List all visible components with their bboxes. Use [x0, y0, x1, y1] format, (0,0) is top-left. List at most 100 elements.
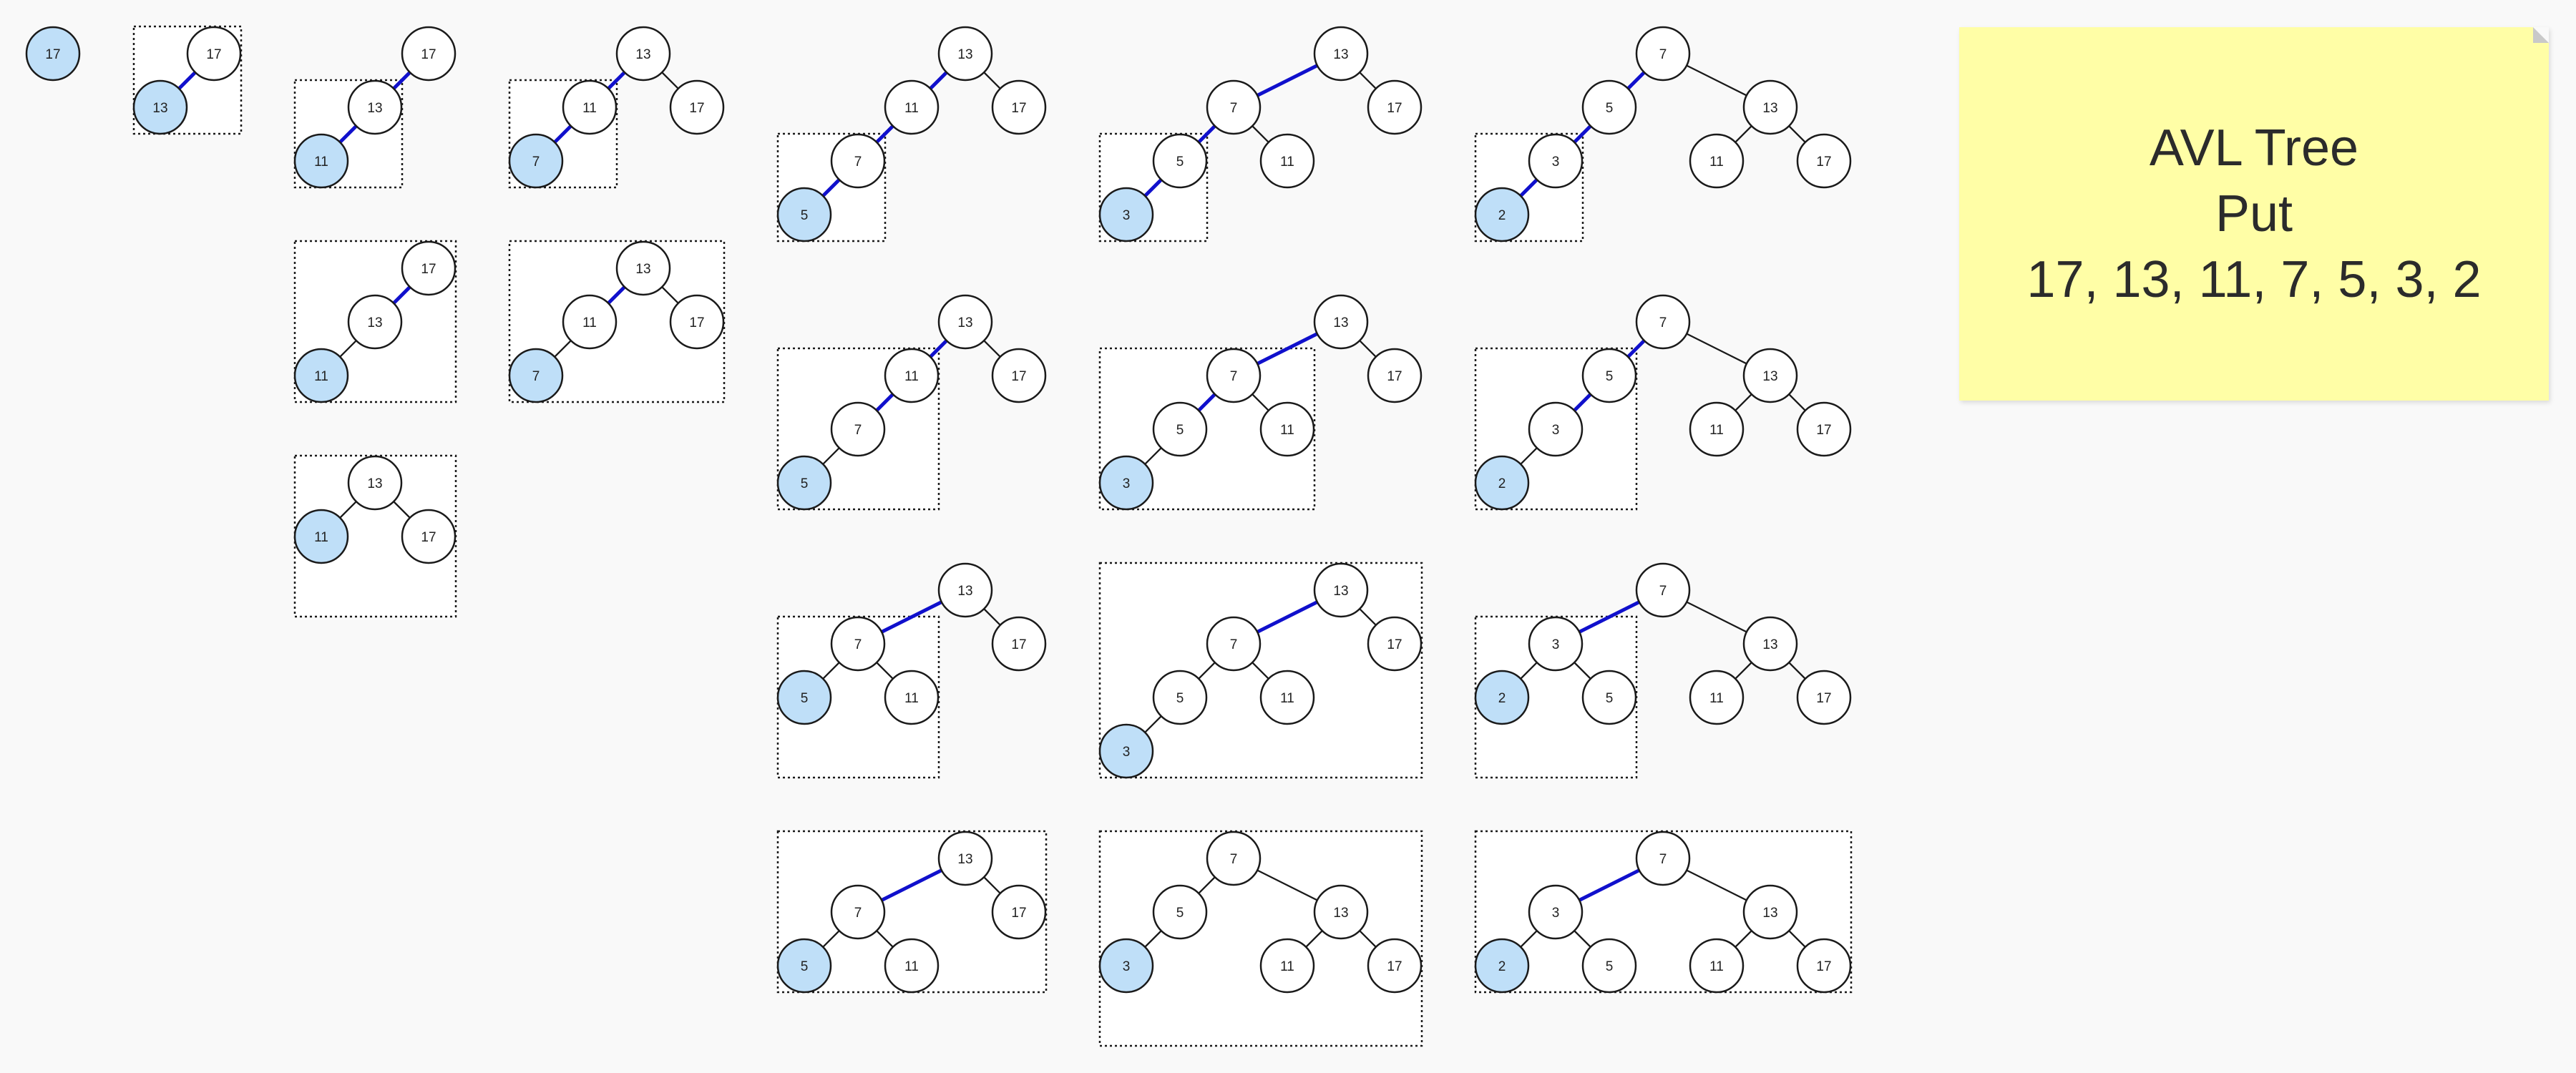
node-circle [1206, 616, 1262, 672]
tree-node-2: 2 [1474, 938, 1530, 994]
node-circle [1528, 401, 1584, 457]
node-circle [1313, 294, 1369, 350]
node-value: 13 [1762, 906, 1777, 921]
node-circle [1689, 670, 1745, 725]
node-circle [991, 884, 1047, 940]
tree-node-11: 11 [293, 348, 349, 403]
node-value: 3 [1123, 476, 1131, 491]
node-value: 13 [957, 315, 972, 330]
node-value: 3 [1552, 423, 1560, 438]
tree-node-11: 11 [1259, 133, 1315, 189]
tree-node-13: 13 [1742, 348, 1798, 403]
tree-node-3: 3 [1528, 133, 1584, 189]
node-value: 13 [1333, 584, 1348, 599]
tree-node-7: 7 [1206, 831, 1262, 886]
node-value: 13 [152, 101, 167, 116]
node-circle [1313, 26, 1369, 82]
tree-node-11: 11 [1689, 133, 1745, 189]
node-circle [1367, 616, 1423, 672]
sticky-note: AVL Tree Put 17, 13, 11, 7, 5, 3, 2 [1959, 27, 2549, 401]
node-value: 17 [1816, 691, 1831, 706]
node-value: 13 [1333, 315, 1348, 330]
note-fold-corner [2533, 27, 2549, 43]
node-circle [1367, 348, 1423, 403]
tree-node-5: 5 [1581, 670, 1637, 725]
node-circle [991, 616, 1047, 672]
node-circle [562, 294, 618, 350]
node-value: 5 [801, 959, 809, 974]
tree-node-13: 13 [347, 455, 403, 511]
node-circle [1367, 938, 1423, 994]
node-circle [562, 79, 618, 135]
node-circle [186, 26, 242, 82]
node-value: 7 [1659, 584, 1667, 599]
tree-node-11: 11 [562, 79, 618, 135]
node-circle [1796, 401, 1852, 457]
node-value: 13 [957, 852, 972, 867]
tree-node-13: 13 [347, 79, 403, 135]
node-circle [1528, 133, 1584, 189]
tree-node-13: 13 [615, 240, 671, 296]
tree-node-7: 7 [1635, 562, 1691, 618]
node-circle [1635, 831, 1691, 886]
node-circle [1581, 670, 1637, 725]
tree-node-3: 3 [1098, 938, 1154, 994]
node-value: 3 [1552, 155, 1560, 170]
node-circle [884, 938, 940, 994]
node-circle [401, 509, 457, 564]
node-value: 13 [367, 101, 382, 116]
node-circle [1152, 401, 1208, 457]
tree-node-5: 5 [1581, 938, 1637, 994]
tree-node-17: 17 [669, 79, 725, 135]
tree-node-5: 5 [1581, 348, 1637, 403]
tree-node-11: 11 [884, 79, 940, 135]
node-circle [1098, 455, 1154, 511]
node-value: 11 [1280, 423, 1294, 438]
node-circle [293, 509, 349, 564]
node-value: 3 [1552, 637, 1560, 652]
tree-node-13: 13 [1313, 562, 1369, 618]
node-circle [1367, 79, 1423, 135]
node-circle [1635, 562, 1691, 618]
node-circle [884, 348, 940, 403]
node-value: 17 [689, 101, 704, 116]
tree-snapshot-insert-17: 17 [25, 26, 81, 82]
tree-node-5: 5 [1152, 401, 1208, 457]
tree-node-17: 17 [1796, 670, 1852, 725]
node-value: 13 [367, 315, 382, 330]
tree-node-3: 3 [1098, 723, 1154, 779]
tree-node-11: 11 [293, 509, 349, 564]
node-circle [1528, 616, 1584, 672]
node-circle [1098, 187, 1154, 242]
tree-node-11: 11 [884, 348, 940, 403]
node-value: 5 [1606, 691, 1614, 706]
node-circle [293, 133, 349, 189]
tree-node-7: 7 [830, 884, 886, 940]
node-circle [1796, 670, 1852, 725]
node-circle [347, 294, 403, 350]
node-value: 7 [854, 423, 862, 438]
node-circle [25, 26, 81, 82]
tree-node-17: 17 [991, 79, 1047, 135]
node-circle [830, 884, 886, 940]
node-circle [1152, 133, 1208, 189]
tree-node-13: 13 [1313, 26, 1369, 82]
node-value: 13 [1762, 101, 1777, 116]
tree-node-7: 7 [1206, 616, 1262, 672]
tree-node-5: 5 [1152, 133, 1208, 189]
tree-node-11: 11 [293, 133, 349, 189]
node-circle [1259, 670, 1315, 725]
node-value: 11 [314, 530, 328, 545]
tree-node-17: 17 [1367, 348, 1423, 403]
node-circle [884, 670, 940, 725]
node-circle [1796, 938, 1852, 994]
node-value: 17 [1387, 637, 1402, 652]
node-circle [132, 79, 188, 135]
tree-node-5: 5 [1152, 884, 1208, 940]
